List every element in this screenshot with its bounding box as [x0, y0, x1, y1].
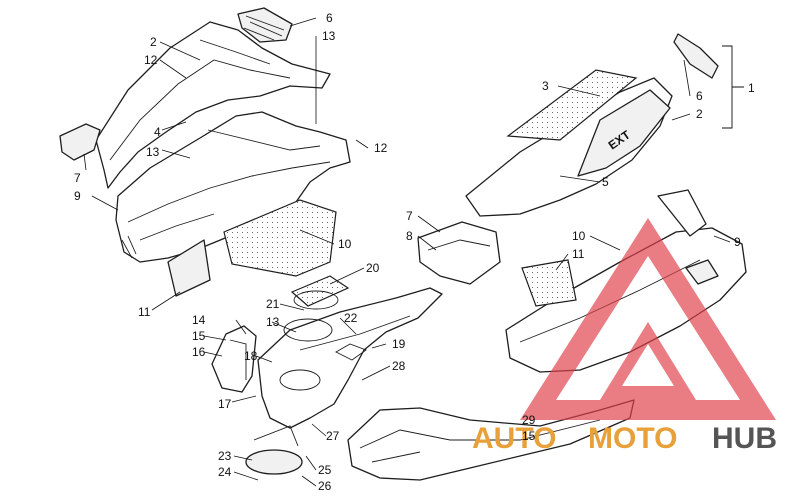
group-bracket	[722, 45, 744, 129]
callout-9: 9	[734, 235, 741, 249]
side-panel-small	[167, 239, 211, 297]
callout-1: 1	[748, 81, 755, 95]
callout-14: 14	[192, 313, 206, 327]
right-upper-trim	[657, 189, 707, 237]
callout-23: 23	[218, 449, 232, 463]
callout-16: 16	[192, 345, 206, 359]
callout-6: 6	[696, 89, 703, 103]
callout-12: 12	[374, 141, 388, 155]
center-bellypan	[257, 287, 443, 429]
watermark-logo	[520, 218, 776, 420]
callout-6: 6	[326, 11, 333, 25]
callout-15: 15	[192, 329, 206, 343]
foam-pad-large	[223, 199, 337, 277]
right-foam-pad	[521, 259, 577, 307]
upper-decal-strip	[506, 69, 638, 141]
callout-24: 24	[218, 465, 232, 479]
callout-27: 27	[326, 429, 340, 443]
main-hood-panel	[115, 111, 351, 263]
watermark-auto: AUTO	[472, 422, 556, 455]
watermark-moto: MOTO	[588, 422, 677, 455]
callout-18: 18	[244, 349, 258, 363]
callout-13: 13	[146, 145, 160, 159]
callout-19: 19	[392, 337, 406, 351]
callout-3: 3	[542, 79, 549, 93]
lower-cup	[245, 425, 303, 475]
callout-2: 2	[150, 35, 157, 49]
callout-13: 13	[266, 315, 280, 329]
callout-12: 12	[144, 53, 158, 67]
callout-4: 4	[154, 125, 161, 139]
callout-13: 13	[322, 29, 336, 43]
callout-5: 5	[602, 175, 609, 189]
callout-26: 26	[318, 479, 332, 493]
vent-grille	[237, 7, 293, 43]
callout-11: 11	[572, 247, 585, 261]
callout-29: 29	[522, 413, 536, 427]
callout-7: 7	[74, 171, 81, 185]
leader-lines	[83, 17, 731, 487]
left-side-trim	[59, 123, 101, 161]
upper-hood-panel	[95, 21, 331, 189]
callouts: 2 12 4 13 6 13 12 7 9 10 11 20 21 13 22 …	[74, 11, 755, 493]
duct-piece	[417, 221, 501, 285]
callout-25: 25	[318, 463, 332, 477]
callout-9: 9	[74, 189, 81, 203]
callout-10: 10	[572, 229, 586, 243]
callout-21: 21	[266, 297, 280, 311]
callout-2: 2	[696, 107, 703, 121]
callout-28: 28	[392, 359, 406, 373]
callout-11: 11	[138, 305, 151, 319]
callout-7: 7	[406, 209, 413, 223]
steering-bracket	[211, 325, 257, 393]
top-vent-piece	[673, 33, 719, 79]
watermark-hub: HUB	[712, 422, 777, 455]
callout-20: 20	[366, 261, 380, 275]
callout-15: 15	[522, 429, 536, 443]
callout-8: 8	[406, 229, 413, 243]
callout-22: 22	[344, 311, 358, 325]
callout-10: 10	[338, 237, 352, 251]
callout-17: 17	[218, 397, 232, 411]
